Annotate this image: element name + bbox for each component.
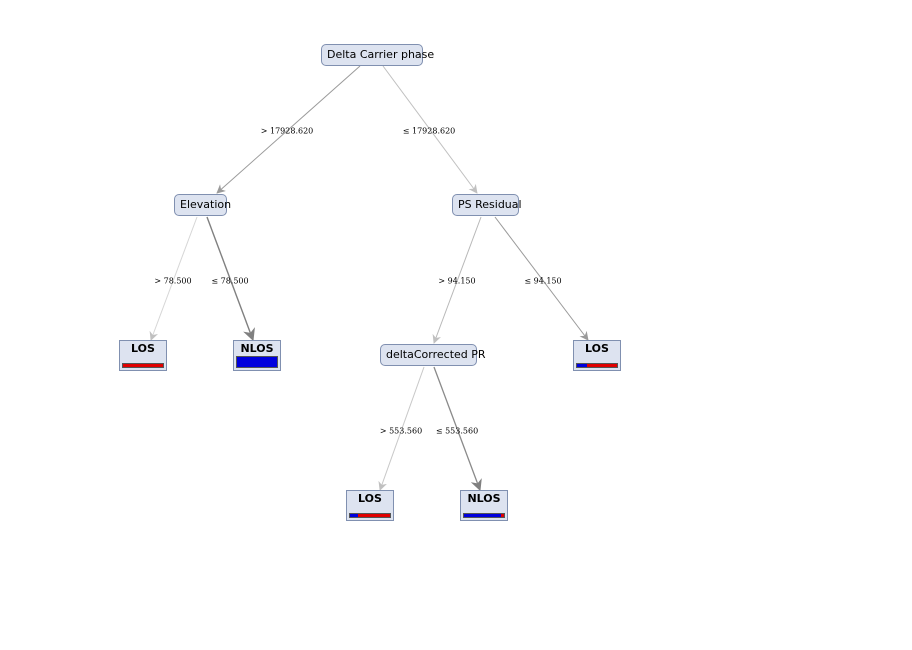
edge-label: > 94.150 [438, 276, 476, 286]
edge-ps-dcpr [432, 216, 482, 344]
edge-label: > 553.560 [379, 426, 423, 436]
leaf-node-nlos[interactable]: NLOS [460, 490, 508, 521]
leaf-label: LOS [358, 492, 382, 505]
split-node-ps-residual[interactable]: PS Residual [452, 194, 522, 216]
edge-label: ≤ 78.500 [211, 276, 249, 286]
edge-label: ≤ 553.560 [435, 426, 479, 436]
leaf-label: LOS [131, 342, 155, 355]
class-distribution-bar [236, 356, 278, 368]
node-label: PS Residual [458, 198, 522, 211]
node-label: Elevation [180, 198, 232, 211]
leaf-label: NLOS [240, 342, 274, 355]
class-distribution-bar [576, 363, 618, 368]
edge-elevation-nlos [206, 216, 255, 342]
split-node-elevation[interactable]: Elevation [174, 194, 231, 216]
edge-ps-los [494, 216, 589, 341]
leaf-label: NLOS [467, 492, 501, 505]
split-node-delta-corrected-pr[interactable]: deltaCorrected PR [380, 344, 486, 366]
edge-label: ≤ 17928.620 [402, 126, 456, 136]
edge-label: > 17928.620 [260, 126, 314, 136]
leaf-node-los[interactable]: LOS [573, 340, 621, 371]
edge-root-elevation [216, 65, 361, 194]
split-node-delta-carrier-phase[interactable]: Delta Carrier phase [321, 44, 434, 66]
leaf-node-los[interactable]: LOS [346, 490, 394, 521]
edge-elevation-los [149, 216, 198, 341]
leaf-label: LOS [585, 342, 609, 355]
class-distribution-bar [349, 513, 391, 518]
edge-label: > 78.500 [154, 276, 192, 286]
edge-label: ≤ 94.150 [524, 276, 562, 286]
edge-dcpr-nlos [433, 366, 482, 492]
edge-root-ps-residual [382, 65, 478, 194]
class-distribution-bar [463, 513, 505, 518]
leaf-node-los[interactable]: LOS [119, 340, 167, 371]
leaf-node-nlos[interactable]: NLOS [233, 340, 281, 371]
edge-dcpr-los [378, 366, 425, 491]
node-label: deltaCorrected PR [386, 348, 486, 361]
node-label: Delta Carrier phase [327, 48, 435, 61]
class-distribution-bar [122, 363, 164, 368]
